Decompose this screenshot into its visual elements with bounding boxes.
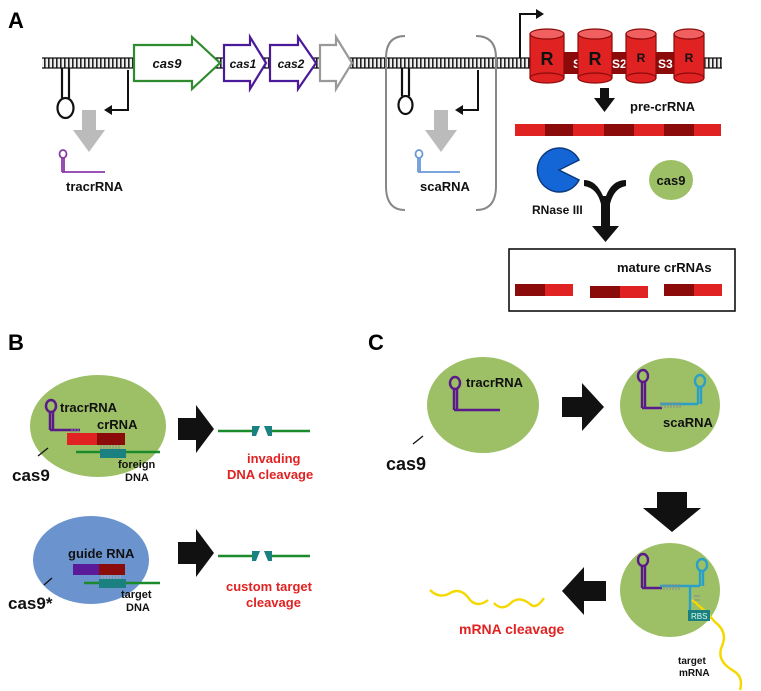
- mature-crrna-3: [664, 284, 722, 296]
- cas9-star-pointer-line: [43, 577, 53, 586]
- scarna-locus-bracket: [385, 35, 497, 211]
- svg-text:R: R: [637, 51, 646, 65]
- svg-text:R: R: [685, 51, 694, 65]
- panel-label-c: C: [368, 330, 384, 355]
- rbs-block: [688, 610, 710, 621]
- tracrrna-label: tracrRNA: [66, 179, 124, 194]
- custom-target-label-line2: cleavage: [246, 595, 301, 610]
- b-cas9-label: cas9: [12, 466, 50, 485]
- c-base-pair-lines: [661, 402, 681, 408]
- cas9-gene: cas9: [132, 34, 222, 92]
- b-tracrrna-label: tracrRNA: [60, 400, 118, 415]
- cleaved-dna-icon: [218, 426, 310, 436]
- promoter-arrow-icon: [112, 70, 129, 111]
- cleaved-mrna-icon: [429, 589, 545, 609]
- invading-label-line1: invading: [247, 451, 301, 466]
- cas9-pointer-line: [37, 447, 49, 457]
- scarna-transcription-arrow-icon: [425, 110, 457, 152]
- guide-rna-scaffold-block: [73, 564, 99, 575]
- cas2-gene-label: cas2: [278, 57, 305, 71]
- repeat-cylinder-1: R: [529, 28, 565, 84]
- cas9-protein-label: cas9: [657, 173, 686, 188]
- rbs-label: RBS: [691, 612, 707, 621]
- target-protospacer-block: [99, 579, 126, 588]
- pre-crrna-bar: [515, 124, 721, 136]
- repeat-cylinder-4: R: [673, 28, 705, 84]
- crrna-spacer-block: [97, 433, 125, 445]
- mature-crrnas-label: mature crRNAs: [617, 260, 712, 275]
- c-scarna-label: scaRNA: [663, 415, 713, 430]
- tracrrna-molecule-icon: [58, 149, 105, 173]
- b-arrow-1-icon: [178, 405, 214, 453]
- spacer-s2-label: S2: [612, 57, 627, 71]
- crrna-repeat-block: [67, 433, 97, 445]
- repeat-cylinder-2: R: [577, 28, 613, 84]
- scarna-label: scaRNA: [420, 179, 470, 194]
- cas2-gene: cas2: [268, 33, 318, 93]
- protospacer-block: [100, 449, 126, 458]
- svg-text:R: R: [589, 49, 602, 69]
- guide-rna-label: guide RNA: [68, 546, 135, 561]
- invading-label-line2: DNA cleavage: [227, 467, 313, 482]
- merge-arrow-icon: [584, 180, 626, 242]
- target-dna-label-line2: DNA: [126, 602, 150, 614]
- scarna-promoter-arrow-icon: [463, 70, 479, 111]
- promoter-arrowhead-icon: [104, 105, 112, 115]
- scarna-promoter-arrowhead-icon: [455, 105, 463, 115]
- foreign-dna-label-line2: DNA: [125, 472, 149, 484]
- c-bound-tracrrna-icon: [636, 552, 662, 590]
- svg-text:R: R: [541, 49, 554, 69]
- c-tracrrna-label: tracrRNA: [466, 375, 524, 390]
- b-crrna-label: crRNA: [97, 417, 138, 432]
- mature-crrnas-box: [508, 248, 736, 312]
- c-tracrrna-icon: [448, 375, 500, 412]
- target-mrna-label-line1: target: [678, 656, 706, 667]
- panel-label-b: B: [8, 330, 24, 355]
- csn2-gene: [318, 33, 354, 93]
- array-promoter-arrow-icon: [519, 13, 536, 58]
- custom-target-label-line1: custom target: [226, 579, 313, 594]
- c-bound-base-pair-lines: [663, 584, 700, 605]
- scarna-molecule-icon: [414, 149, 460, 173]
- cas9-gene-label: cas9: [153, 56, 183, 71]
- rnase-iii-icon: [536, 147, 581, 193]
- c-arrow-right-icon: [562, 383, 604, 431]
- cas1-gene-label: cas1: [230, 57, 257, 71]
- target-dna-label-line1: target: [121, 589, 152, 601]
- c-arrow-left-icon: [562, 567, 606, 615]
- scarna-hairpin-icon: [397, 68, 414, 116]
- pre-crrna-label: pre-crRNA: [630, 99, 696, 114]
- guide-rna-spacer-block: [99, 564, 125, 575]
- c-scarna-icon: [660, 373, 707, 406]
- panel-label-a: A: [8, 8, 24, 33]
- c-arrow-down-icon: [643, 492, 701, 532]
- terminator-hairpin-icon: [56, 68, 75, 120]
- mature-crrna-2: [590, 286, 648, 298]
- cas9-protein-icon: [649, 160, 693, 200]
- cas1-gene: cas1: [222, 33, 268, 93]
- transcription-arrow-icon: [73, 110, 105, 152]
- rnase-iii-label: RNase III: [532, 203, 583, 217]
- foreign-dna-label-line1: foreign: [118, 459, 156, 471]
- cleaved-target-dna-icon: [218, 551, 310, 561]
- b-arrow-2-icon: [178, 529, 214, 577]
- c-cas9-label: cas9: [386, 454, 426, 474]
- mature-crrna-1: [515, 284, 573, 296]
- repeat-cylinder-3: R: [625, 28, 657, 84]
- cas9-star-label: cas9*: [8, 594, 53, 613]
- mrna-cleavage-label: mRNA cleavage: [459, 621, 565, 637]
- c-cas9-pointer-line: [412, 435, 424, 445]
- target-mrna-label-line2: mRNA: [679, 668, 710, 679]
- spacer-s3-label: S3: [658, 57, 673, 71]
- c-complex-tracrrna-icon: [636, 368, 662, 410]
- down-arrow-icon: [594, 88, 615, 112]
- array-promoter-arrowhead-icon: [536, 9, 544, 19]
- c-cas9-cell: [427, 357, 539, 453]
